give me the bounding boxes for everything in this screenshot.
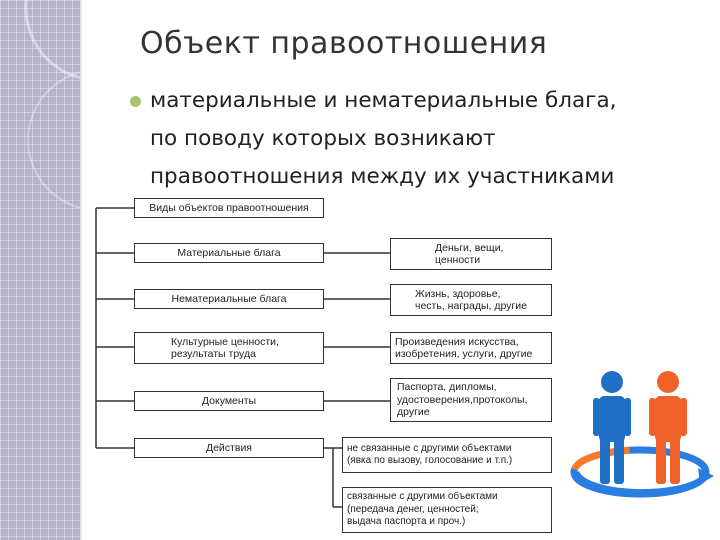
example-line: ценности	[435, 254, 481, 266]
bullet-line: материальные и нематериальные блага,	[150, 88, 617, 113]
example-line: удостоверения,протоколы,	[397, 393, 528, 406]
example-line: Деньги, вещи,	[435, 241, 504, 254]
person-orange-icon	[649, 371, 687, 484]
example-box: Жизнь, здоровье, честь, награды, другие	[390, 284, 552, 316]
example-box: Произведения искусства, изобретения, усл…	[390, 332, 552, 364]
stripe-edge	[80, 0, 82, 540]
ring-arrow-icon	[698, 468, 714, 484]
example-line: (передача денег, ценностей;	[347, 503, 479, 515]
example-line: изобретения, услуги, другие	[395, 348, 533, 360]
root-box: Виды объектов правоотношения	[134, 198, 324, 218]
person-blue-icon	[593, 371, 631, 484]
example-line: (явка по вызову, голосование и т.п.)	[347, 455, 513, 466]
example-box: Паспорта, дипломы, удостоверения,протоко…	[390, 378, 552, 422]
slide-title: Объект правоотношения	[140, 26, 548, 61]
category-label: результаты труда	[171, 348, 256, 360]
people-illustration	[570, 371, 714, 498]
category-box: Материальные блага	[134, 243, 324, 263]
example-line: связанные с другими объектами	[347, 491, 498, 503]
example-line: выдача паспорта и проч.)	[347, 516, 466, 528]
bullet-icon	[130, 96, 141, 107]
decorative-stripe	[0, 0, 80, 540]
category-box: Нематериальные блага	[134, 289, 324, 309]
category-label: Нематериальные блага	[171, 292, 287, 305]
category-box: Действия	[134, 438, 324, 458]
example-line: Паспорта, дипломы,	[397, 381, 497, 394]
bullet-line: по поводу которых возникают	[150, 126, 496, 151]
stripe-arcs	[24, 0, 80, 209]
example-box: связанные с другими объектами (передача …	[342, 487, 552, 533]
category-label: Документы	[201, 394, 257, 407]
bullet-line: правоотношения между их участниками	[150, 164, 615, 189]
category-box: Документы	[134, 391, 324, 411]
category-label: Материальные блага	[177, 246, 281, 259]
category-label: Действия	[205, 441, 252, 454]
example-line: Произведения искусства,	[395, 335, 519, 348]
example-box: не связанные с другими объектами (явка п…	[342, 437, 552, 473]
root-label: Виды объектов правоотношения	[149, 201, 309, 214]
example-line: не связанные с другими объектами	[347, 442, 512, 454]
category-label: Культурные ценности,	[171, 335, 279, 348]
example-box: Деньги, вещи, ценности	[390, 238, 552, 270]
bullet-text: материальные и нематериальные блага, по …	[150, 82, 720, 196]
category-box: Культурные ценности, результаты труда	[134, 332, 324, 364]
example-line: честь, награды, другие	[415, 300, 527, 312]
ring-front-arc	[572, 470, 707, 497]
example-line: другие	[397, 406, 430, 419]
example-line: Жизнь, здоровье,	[415, 287, 501, 300]
